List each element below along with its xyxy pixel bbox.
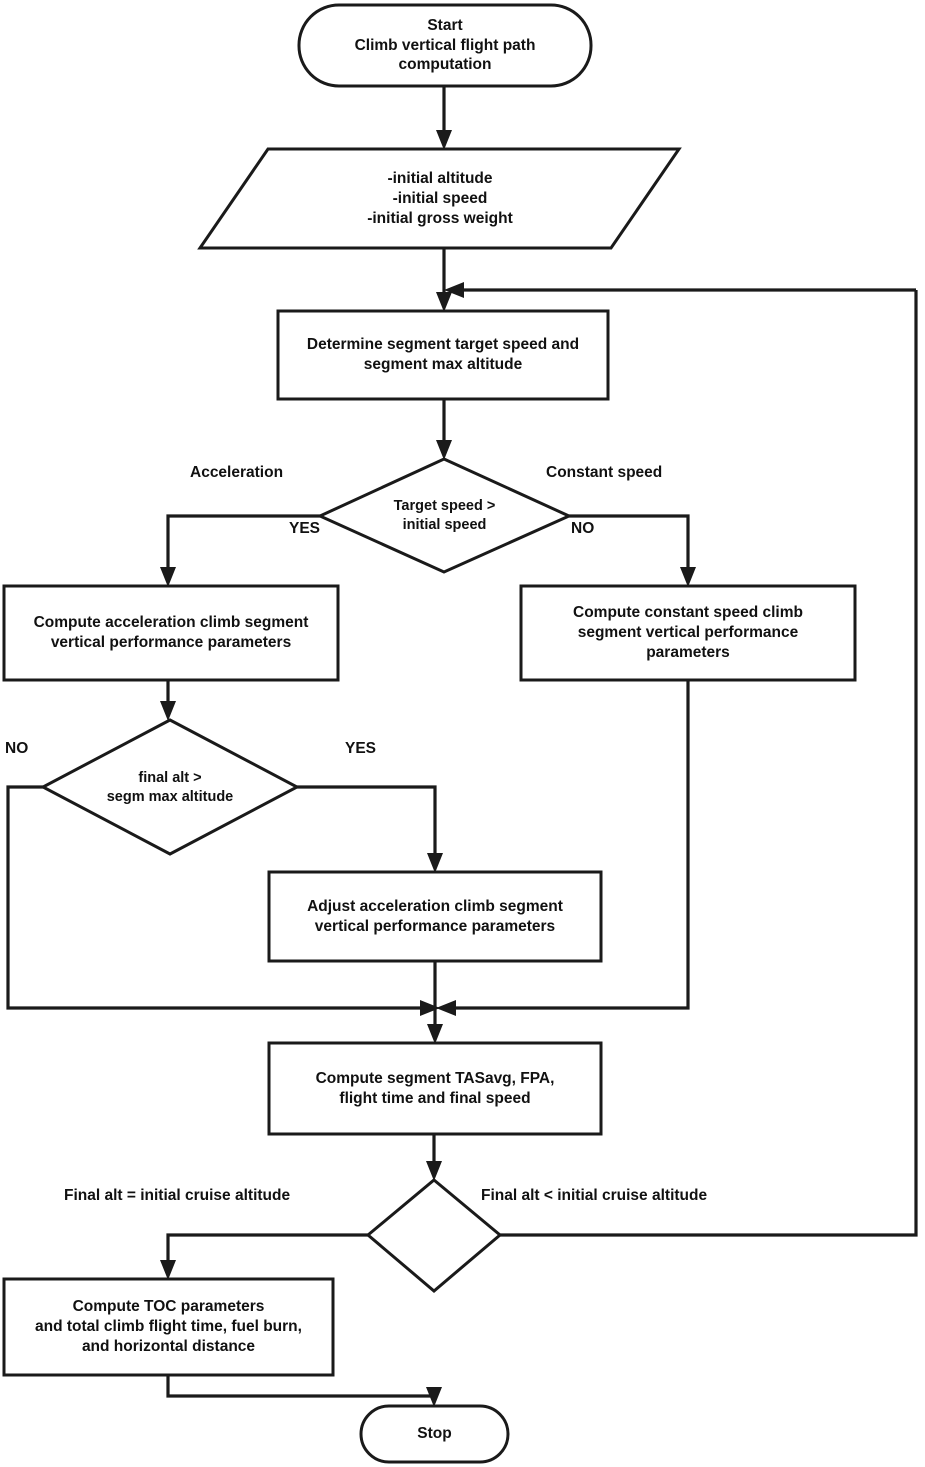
node-shape-decision-final-alt[interactable] — [39, 718, 301, 856]
arrowhead-determine-to-decision — [436, 440, 452, 460]
node-shape-compute-acceleration[interactable] — [2, 584, 340, 682]
arrowhead-final-alt-yes — [427, 853, 443, 873]
arrowhead-decision-yes — [160, 567, 176, 587]
edge-toc-to-stop — [166, 1375, 434, 1398]
arrowhead-cruise-equal — [160, 1260, 176, 1280]
arrowhead-toc-to-stop — [426, 1387, 442, 1407]
arrowhead-feedback-loop — [444, 282, 464, 298]
edge-decision-yes-to-acceleration — [166, 514, 320, 576]
edge-final-alt-yes-to-adjust — [297, 785, 437, 862]
node-shape-decision-cruise-alt[interactable] — [365, 1178, 503, 1293]
edge-final-alt-no-to-merge — [6, 785, 424, 1010]
node-shape-compute-constant-speed[interactable] — [519, 584, 857, 682]
arrowhead-start-to-inputs — [436, 130, 452, 150]
node-shape-stop[interactable] — [359, 1404, 510, 1464]
edge-decision-no-to-constant-speed — [569, 514, 690, 576]
node-shape-adjust-acceleration[interactable] — [267, 870, 603, 963]
arrowhead-inputs-to-determine — [436, 292, 452, 312]
node-shape-determine-segment[interactable] — [276, 309, 610, 401]
node-shape-compute-tasavg[interactable] — [267, 1041, 603, 1136]
arrowhead-constant-speed-merge — [436, 1000, 456, 1016]
arrowhead-acceleration-to-decision — [160, 701, 176, 721]
arrowhead-merge-to-tasavg — [427, 1024, 443, 1044]
edge-cruise-equal-to-toc — [166, 1233, 368, 1269]
arrowhead-tasavg-to-decision — [426, 1161, 442, 1181]
node-shape-start[interactable] — [297, 3, 593, 88]
node-shape-inputs[interactable] — [197, 147, 682, 250]
edge-constant-speed-to-merge — [450, 680, 690, 1010]
node-shape-decision-target-speed[interactable] — [316, 457, 573, 574]
arrowhead-final-alt-no-merge — [420, 1000, 440, 1016]
edge-cruise-less-to-feedback — [500, 290, 918, 1237]
node-shape-compute-toc[interactable] — [2, 1277, 335, 1377]
arrowhead-decision-no — [680, 567, 696, 587]
